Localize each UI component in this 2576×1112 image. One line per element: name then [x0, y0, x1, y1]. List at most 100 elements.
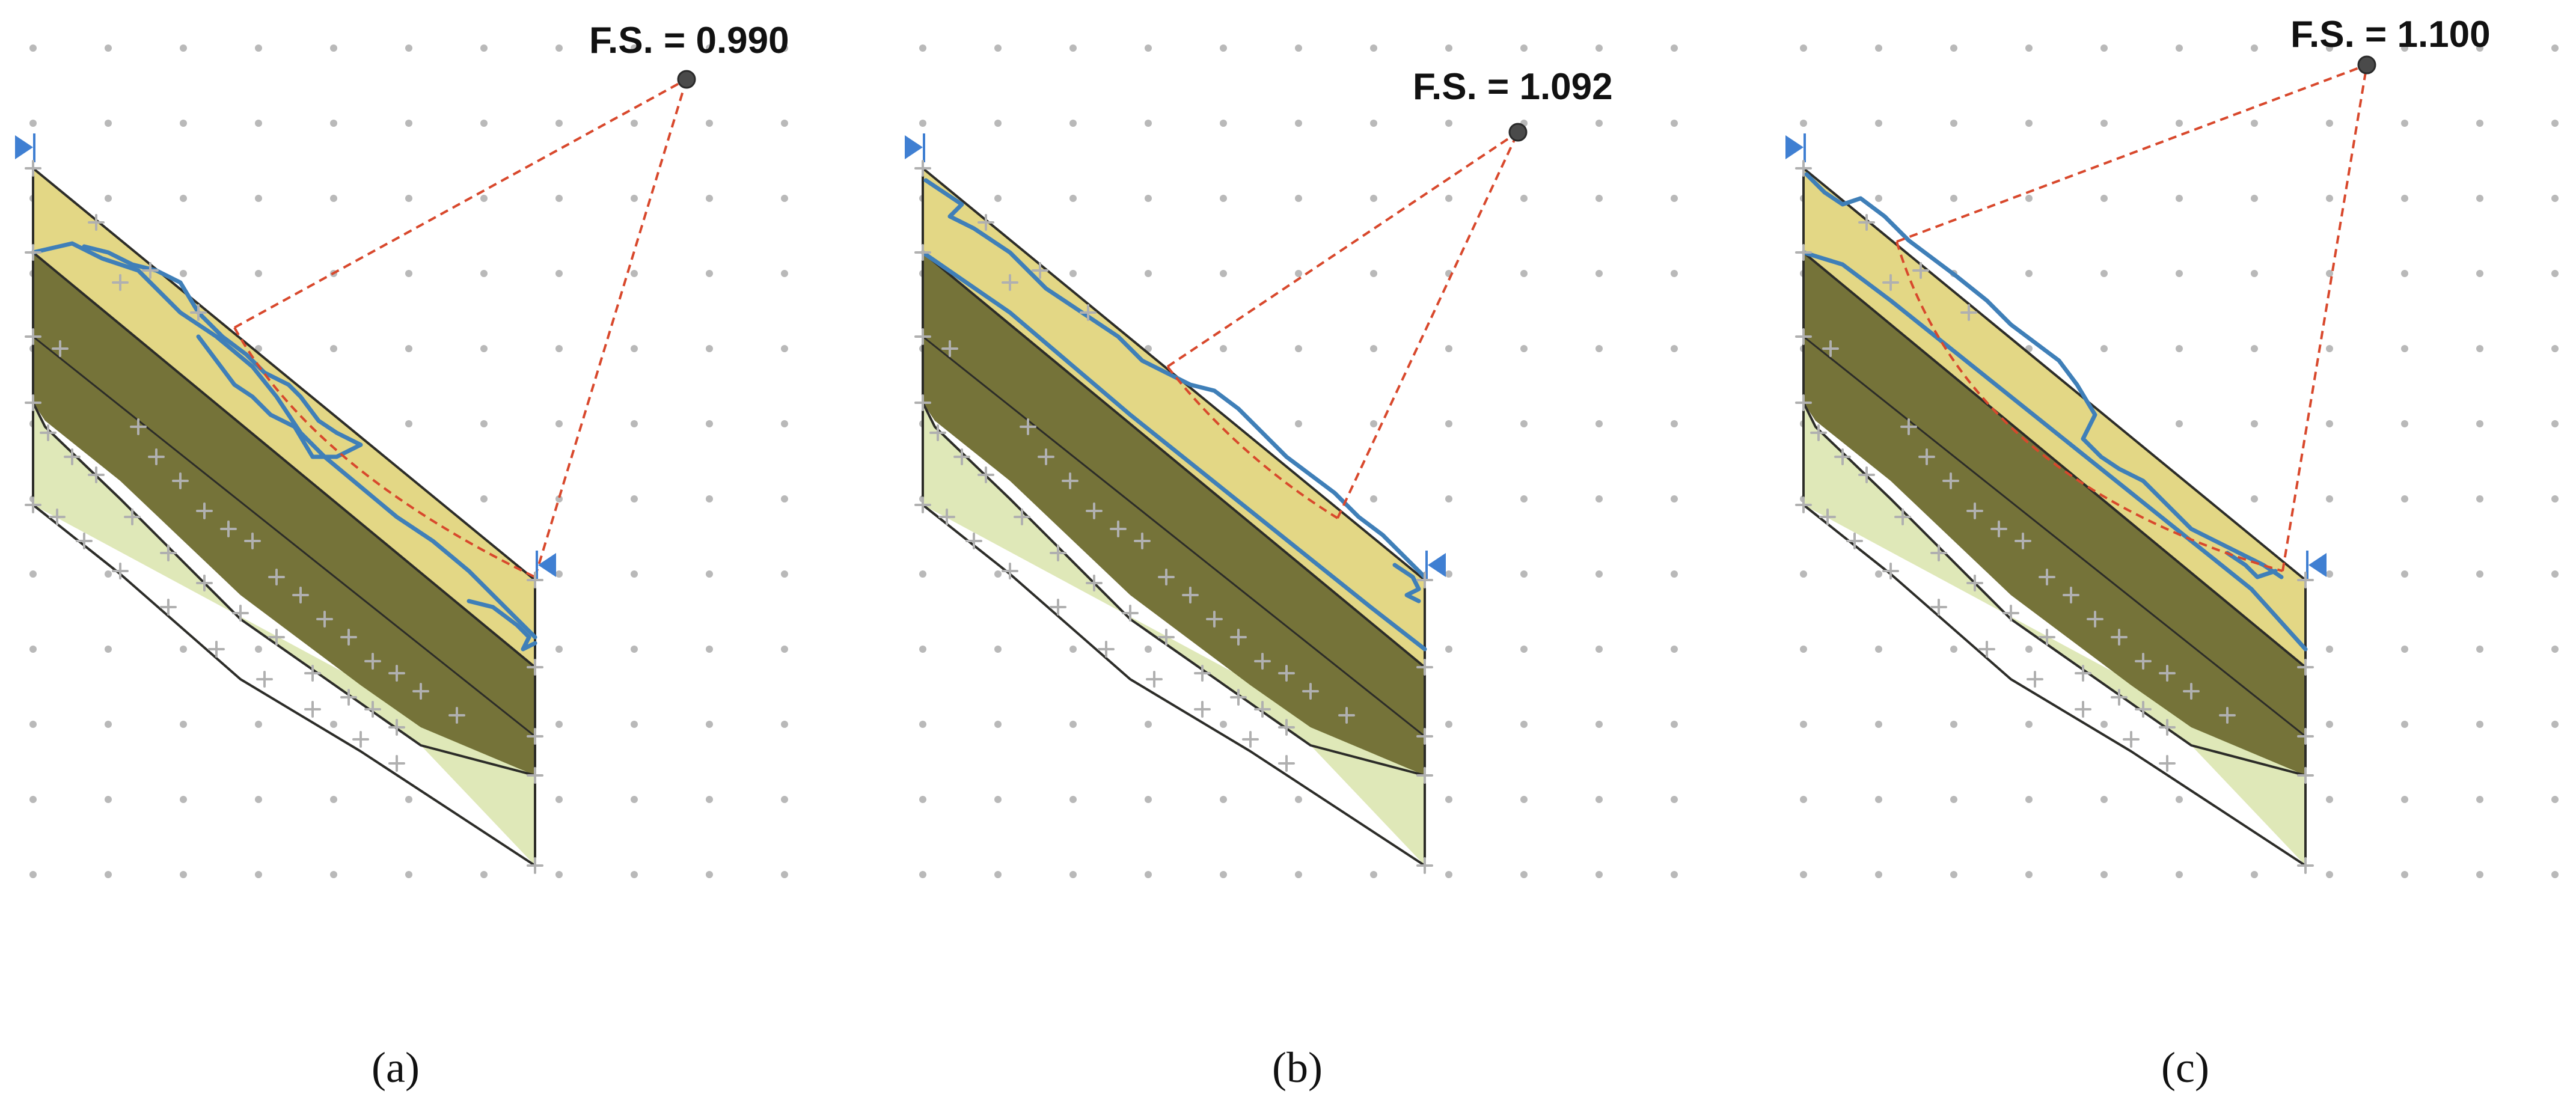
grid-dot	[1671, 796, 1678, 803]
grid-dot	[2326, 646, 2333, 653]
grid-dot	[631, 195, 638, 202]
grid-dot	[2401, 646, 2408, 653]
grid-dot	[2326, 721, 2333, 728]
slip-radius-right	[2281, 64, 2368, 572]
grid-dot	[330, 345, 337, 352]
grid-dot	[480, 195, 488, 202]
grid-dot	[1445, 120, 1452, 127]
grid-dot	[1145, 270, 1152, 277]
grid-dot	[631, 420, 638, 427]
grid-dot	[631, 796, 638, 803]
grid-dot	[1595, 195, 1603, 202]
grid-dot	[631, 270, 638, 277]
panel-b: F.S. = 1.092 (b)	[905, 66, 1613, 1092]
grid-dot	[2100, 345, 2108, 352]
slip-surface-arc	[1895, 241, 2283, 572]
grid-dot	[2551, 495, 2559, 503]
grid-dot	[1520, 796, 1528, 803]
layer-boundary-upper	[1802, 251, 2307, 668]
grid-dot	[1520, 420, 1528, 427]
grid-dot	[919, 120, 926, 127]
left-limit-marker	[1785, 133, 1806, 162]
grid-dot	[1595, 44, 1603, 52]
grid-dot	[2401, 570, 2408, 578]
grid-dot	[255, 721, 262, 728]
grid-dot	[255, 871, 262, 878]
grid-dot	[2326, 195, 2333, 202]
grid-dot	[2176, 44, 2183, 52]
grid-dot	[255, 195, 262, 202]
grid-dot	[405, 420, 412, 427]
slip-radius-right	[1336, 132, 1519, 519]
grid-dot	[1445, 871, 1452, 878]
grid-dot	[706, 195, 713, 202]
grid-dot	[180, 120, 187, 127]
slip-circle-center	[2357, 55, 2376, 75]
grid-dot	[2476, 44, 2483, 52]
panel-a: F.S. = 0.990 (a)	[15, 20, 789, 1092]
grid-dot	[105, 871, 112, 878]
grid-dot	[1800, 871, 1807, 878]
grid-dot	[105, 44, 112, 52]
grid-dot	[2476, 345, 2483, 352]
grid-dot	[555, 721, 563, 728]
grid-dot	[480, 120, 488, 127]
grid-dot	[706, 270, 713, 277]
grid-dot	[2551, 420, 2559, 427]
grid-dot	[29, 120, 37, 127]
mesh-node-markers	[25, 160, 543, 874]
grid-dot	[1671, 195, 1678, 202]
grid-dot	[2176, 796, 2183, 803]
grid-dot	[781, 871, 788, 878]
grid-dot	[1595, 721, 1603, 728]
grid-dot	[631, 120, 638, 127]
grid-dot	[1595, 570, 1603, 578]
grid-dot	[2551, 44, 2559, 52]
slope-model	[31, 167, 537, 867]
grid-dot	[1370, 270, 1377, 277]
grid-dot	[1671, 721, 1678, 728]
grid-dot	[2551, 721, 2559, 728]
grid-dot	[781, 495, 788, 503]
grid-dot	[2401, 871, 2408, 878]
grid-dot	[1595, 495, 1603, 503]
grid-dot	[1370, 495, 1377, 503]
left-limit-marker	[15, 133, 35, 162]
grid-dot	[2251, 195, 2258, 202]
grid-dot	[994, 195, 1002, 202]
grid-dot	[1595, 120, 1603, 127]
grid-dot	[1595, 646, 1603, 653]
grid-dot	[1370, 195, 1377, 202]
grid-dot	[405, 44, 412, 52]
grid-dot	[1950, 44, 1957, 52]
grid-dot	[29, 796, 37, 803]
grid-dot	[1295, 871, 1302, 878]
grid-dot	[1145, 721, 1152, 728]
panel-c: F.S. = 1.100 (c)	[1785, 14, 2491, 1092]
grid-dot	[2326, 495, 2333, 503]
grid-dot	[1800, 44, 1807, 52]
water-table-fragment	[467, 599, 537, 652]
factor-of-safety-label: F.S. = 1.100	[2290, 14, 2491, 55]
grid-dot	[706, 796, 713, 803]
grid-dot	[706, 120, 713, 127]
grid-dot	[2251, 871, 2258, 878]
grid-dot	[1671, 871, 1678, 878]
grid-dot	[1445, 796, 1452, 803]
middle-soil-layer	[1804, 252, 2305, 775]
grid-dot	[1800, 721, 1807, 728]
grid-dot	[1595, 270, 1603, 277]
grid-dot	[1145, 44, 1152, 52]
slip-radius-left	[1166, 131, 1519, 368]
grid-dot	[2326, 796, 2333, 803]
grid-dot	[706, 721, 713, 728]
grid-dot	[2251, 44, 2258, 52]
mesh-node-markers	[1795, 160, 2314, 874]
grid-dot	[330, 796, 337, 803]
grid-dot	[105, 570, 112, 578]
grid-dot	[919, 44, 926, 52]
slope-model	[1801, 167, 2308, 867]
slope-model	[920, 167, 1427, 867]
grid-dot	[2326, 871, 2333, 878]
